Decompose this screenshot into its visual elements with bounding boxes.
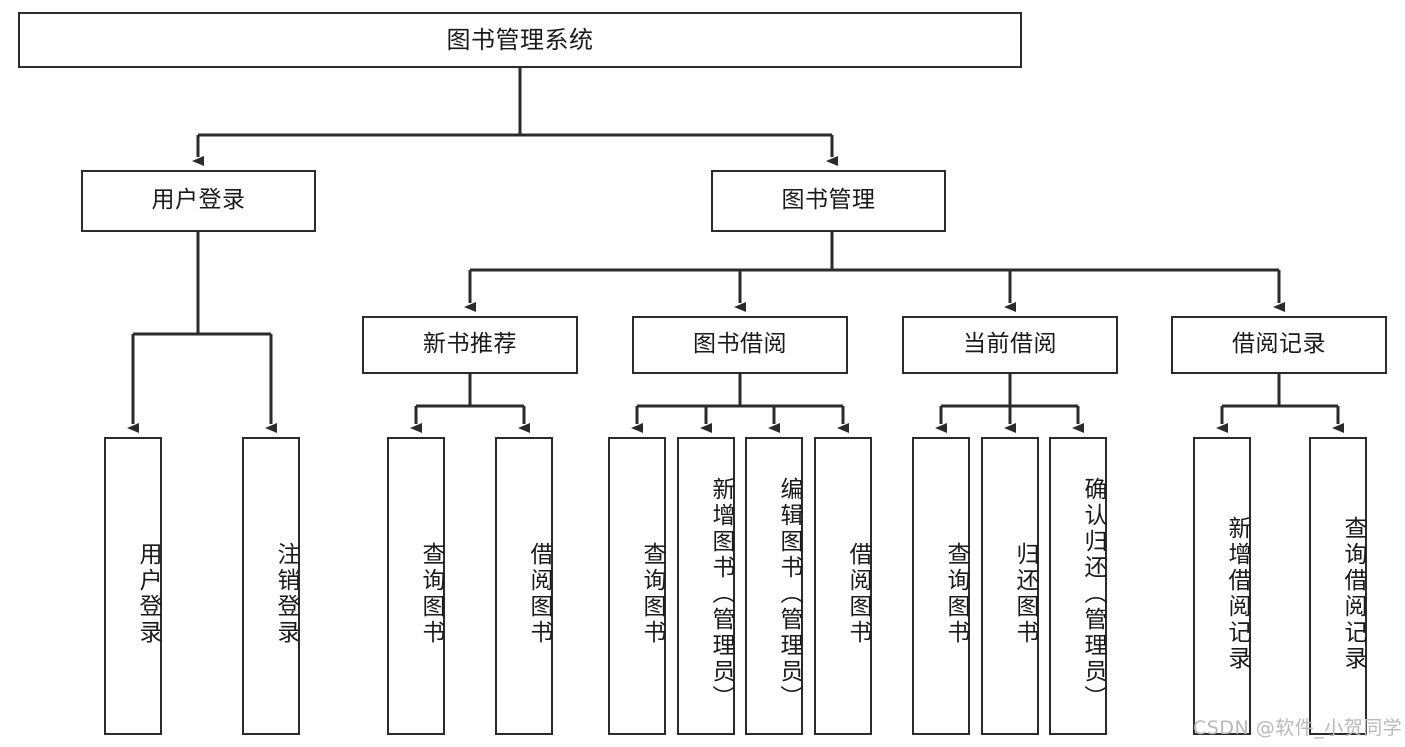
node-borrow-record-label: 借阅记录: [1232, 331, 1326, 358]
node-borrow-record[interactable]: 借阅记录: [1171, 316, 1387, 374]
node-book-borrow[interactable]: 图书借阅: [632, 316, 848, 374]
leaf-return-book-label: 归还图书: [1012, 542, 1038, 646]
leaf-query-book-borrow[interactable]: 查询图书: [608, 437, 666, 735]
node-new-book-recommend-label: 新书推荐: [423, 331, 517, 358]
leaf-query-book-current-label: 查询图书: [943, 542, 969, 646]
leaf-borrow-book-label: 借阅图书: [845, 542, 871, 646]
leaf-edit-book-admin-label: 编辑图书（管理员）: [776, 477, 802, 711]
leaf-query-book-recommend[interactable]: 查询图书: [387, 437, 445, 735]
leaf-user-login[interactable]: 用户登录: [104, 437, 162, 735]
leaf-add-book-admin[interactable]: 新增图书（管理员）: [677, 437, 735, 735]
leaf-confirm-return-admin[interactable]: 确认归还（管理员）: [1049, 437, 1107, 735]
leaf-return-book[interactable]: 归还图书: [981, 437, 1039, 735]
leaf-logout-label: 注销登录: [273, 542, 299, 646]
node-root-label: 图书管理系统: [446, 25, 594, 54]
leaf-user-login-label: 用户登录: [135, 542, 161, 646]
watermark-text: CSDN @软件_小贺同学: [1193, 717, 1403, 739]
leaf-query-borrow-record[interactable]: 查询借阅记录: [1309, 437, 1367, 735]
node-book-management-label: 图书管理: [781, 187, 876, 214]
leaf-query-borrow-record-label: 查询借阅记录: [1340, 516, 1366, 672]
leaf-confirm-return-admin-label: 确认归还（管理员）: [1080, 477, 1106, 711]
node-book-borrow-label: 图书借阅: [693, 331, 787, 358]
leaf-borrow-book-recommend-label: 借阅图书: [526, 542, 552, 646]
node-user-login-label: 用户登录: [151, 187, 246, 214]
leaf-logout[interactable]: 注销登录: [242, 437, 300, 735]
leaf-borrow-book[interactable]: 借阅图书: [814, 437, 872, 735]
node-current-borrow-label: 当前借阅: [963, 331, 1057, 358]
node-current-borrow[interactable]: 当前借阅: [902, 316, 1118, 374]
node-book-management[interactable]: 图书管理: [711, 170, 946, 232]
node-root[interactable]: 图书管理系统: [18, 12, 1022, 68]
leaf-query-book-borrow-label: 查询图书: [639, 542, 665, 646]
leaf-query-book-recommend-label: 查询图书: [418, 542, 444, 646]
leaf-query-book-current[interactable]: 查询图书: [912, 437, 970, 735]
leaf-add-book-admin-label: 新增图书（管理员）: [708, 477, 734, 711]
node-user-login[interactable]: 用户登录: [81, 170, 316, 232]
leaf-add-borrow-record-label: 新增借阅记录: [1224, 516, 1250, 672]
leaf-add-borrow-record[interactable]: 新增借阅记录: [1193, 437, 1251, 735]
leaf-borrow-book-recommend[interactable]: 借阅图书: [495, 437, 553, 735]
node-new-book-recommend[interactable]: 新书推荐: [362, 316, 578, 374]
leaf-edit-book-admin[interactable]: 编辑图书（管理员）: [745, 437, 803, 735]
